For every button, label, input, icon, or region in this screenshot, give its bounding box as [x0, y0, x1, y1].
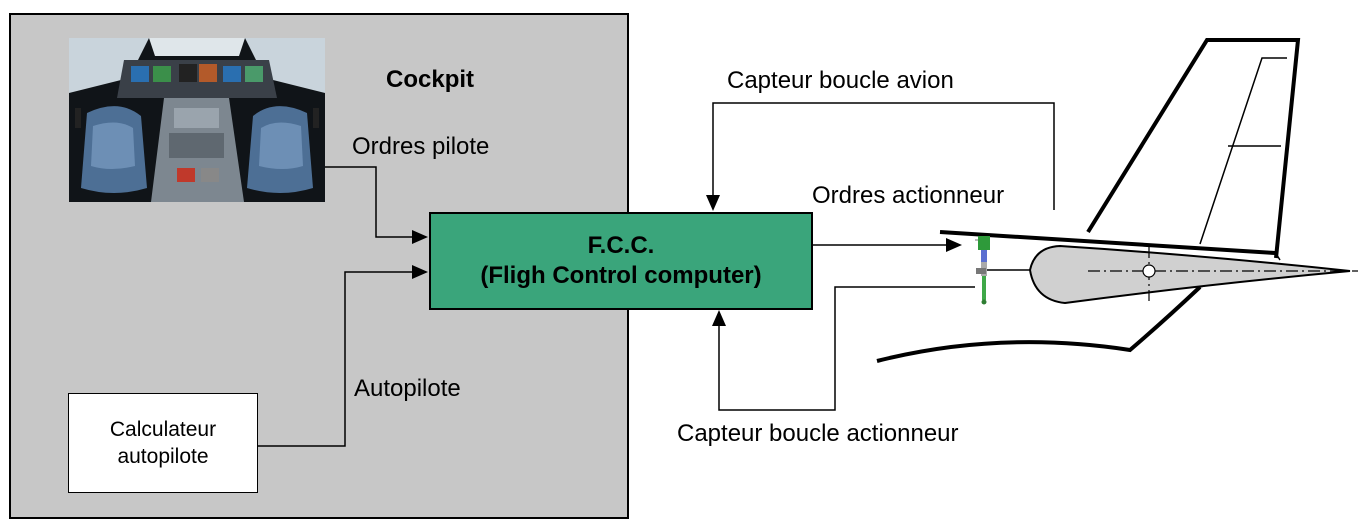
actuator-loop-sensor-label: Capteur boucle actionneur [677, 420, 959, 447]
pilot-orders-label: Ordres pilote [352, 133, 490, 160]
autopilot-connector [258, 271, 416, 447]
autopilot-label: Autopilote [354, 375, 461, 402]
actuator-loop-connector [718, 286, 975, 411]
pilot-orders-connector [325, 166, 416, 238]
aircraft-tail [876, 38, 1301, 363]
actuator-orders-label: Ordres actionneur [812, 182, 1005, 209]
arrowhead-autopilot [412, 265, 428, 279]
fcc-subtitle: (Fligh Control computer) [480, 262, 762, 289]
arrowhead-aircraft-loop [706, 195, 720, 211]
arrowhead-actuator-orders [946, 238, 962, 252]
actuator [976, 236, 990, 305]
arrowhead-pilot-orders [412, 230, 428, 244]
cockpit-title: Cockpit [386, 66, 475, 93]
aircraft-loop-sensor-label: Capteur boucle avion [727, 67, 954, 94]
cockpit-photo [69, 38, 325, 202]
elevator-surface [1028, 244, 1351, 305]
elevator-hinge [1142, 264, 1156, 278]
arrowhead-actuator-loop [712, 310, 726, 326]
fcc-title: F.C.C. [587, 232, 655, 259]
fcc-box: F.C.C. (Fligh Control computer) [429, 212, 813, 310]
aircraft-loop-connector [712, 102, 1055, 210]
autopilot-computer-line2: autopilote [117, 445, 209, 468]
autopilot-computer-line1: Calculateur [109, 418, 217, 441]
autopilot-computer-box: Calculateur autopilote [68, 393, 258, 493]
